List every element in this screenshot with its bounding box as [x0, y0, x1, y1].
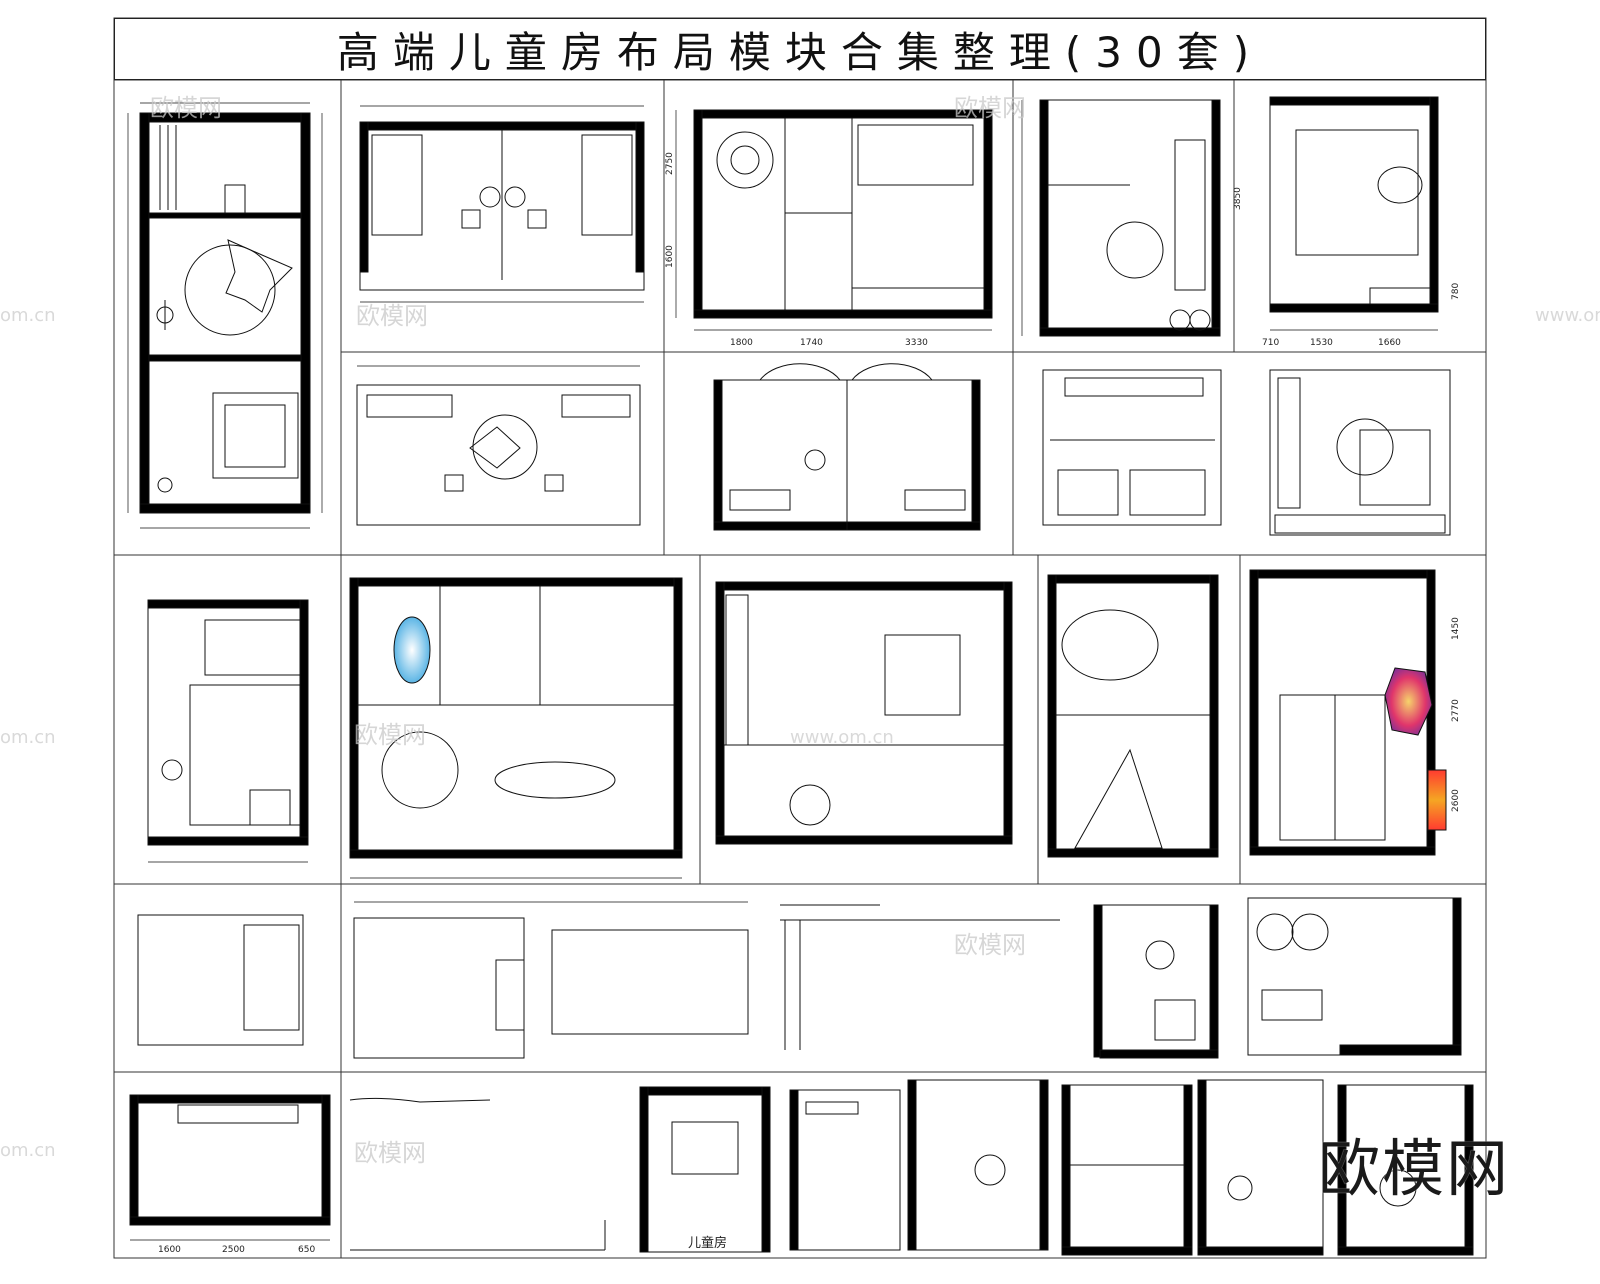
- plan-02: [359, 105, 645, 303]
- plan-25: [1197, 1079, 1324, 1256]
- room-label: 儿童房: [688, 1236, 728, 1251]
- plan-23: [907, 1079, 1049, 1251]
- plan-09: [1269, 369, 1451, 536]
- page-title: 高端儿童房布局模块合集整理(30套): [336, 27, 1264, 77]
- plan-06: [356, 365, 641, 526]
- dimension-label: 780: [1451, 283, 1461, 300]
- plan-17: [780, 904, 1060, 1050]
- dimension-label: 2500: [222, 1245, 245, 1255]
- plan-16: [353, 901, 749, 1059]
- dimension-label: 1800: [730, 338, 753, 348]
- dimension-label: 1740: [800, 338, 823, 348]
- plan-04: [1021, 99, 1221, 337]
- dimension-label: 1530: [1310, 338, 1333, 348]
- dimension-labels: 1600 2500 650 1800 1740 3330 710 1530 16…: [158, 152, 1461, 1255]
- dimension-label: 3850: [1233, 187, 1243, 210]
- grid-frame: [113, 17, 1487, 1259]
- title-box: 高端儿童房布局模块合集整理(30套): [114, 18, 1486, 80]
- dimension-label: 2750: [665, 152, 675, 175]
- dimension-label: 1600: [158, 1245, 181, 1255]
- plan-12: [715, 581, 1013, 845]
- plan-14: [1249, 569, 1447, 856]
- plan-07: [713, 363, 981, 531]
- plan-03: [675, 109, 993, 331]
- plan-20: [129, 1094, 331, 1241]
- plan-22: [789, 1089, 901, 1251]
- plan-15: [137, 914, 304, 1046]
- dimension-label: 1600: [665, 245, 675, 268]
- brand-logo: 欧模网: [1318, 1132, 1511, 1205]
- plan-08: [1042, 369, 1222, 526]
- plan-11: [349, 577, 683, 879]
- plan-10: [147, 599, 309, 863]
- dimension-label: 3330: [905, 338, 928, 348]
- plan-26: [1337, 1084, 1474, 1256]
- dimension-label: 2600: [1451, 789, 1461, 812]
- plan-21: [349, 1086, 771, 1253]
- plan-24: [1061, 1084, 1193, 1256]
- plan-13: [1047, 574, 1219, 858]
- plan-19: [1247, 897, 1462, 1056]
- plan-01: [127, 102, 323, 529]
- dimension-label: 2770: [1451, 699, 1461, 722]
- dimension-label: 1660: [1378, 338, 1401, 348]
- dimension-label: 1450: [1451, 617, 1461, 640]
- plan-18: [1093, 904, 1219, 1059]
- plan-05: [1269, 96, 1439, 331]
- dimension-label: 710: [1262, 338, 1279, 348]
- dimension-label: 650: [298, 1245, 315, 1255]
